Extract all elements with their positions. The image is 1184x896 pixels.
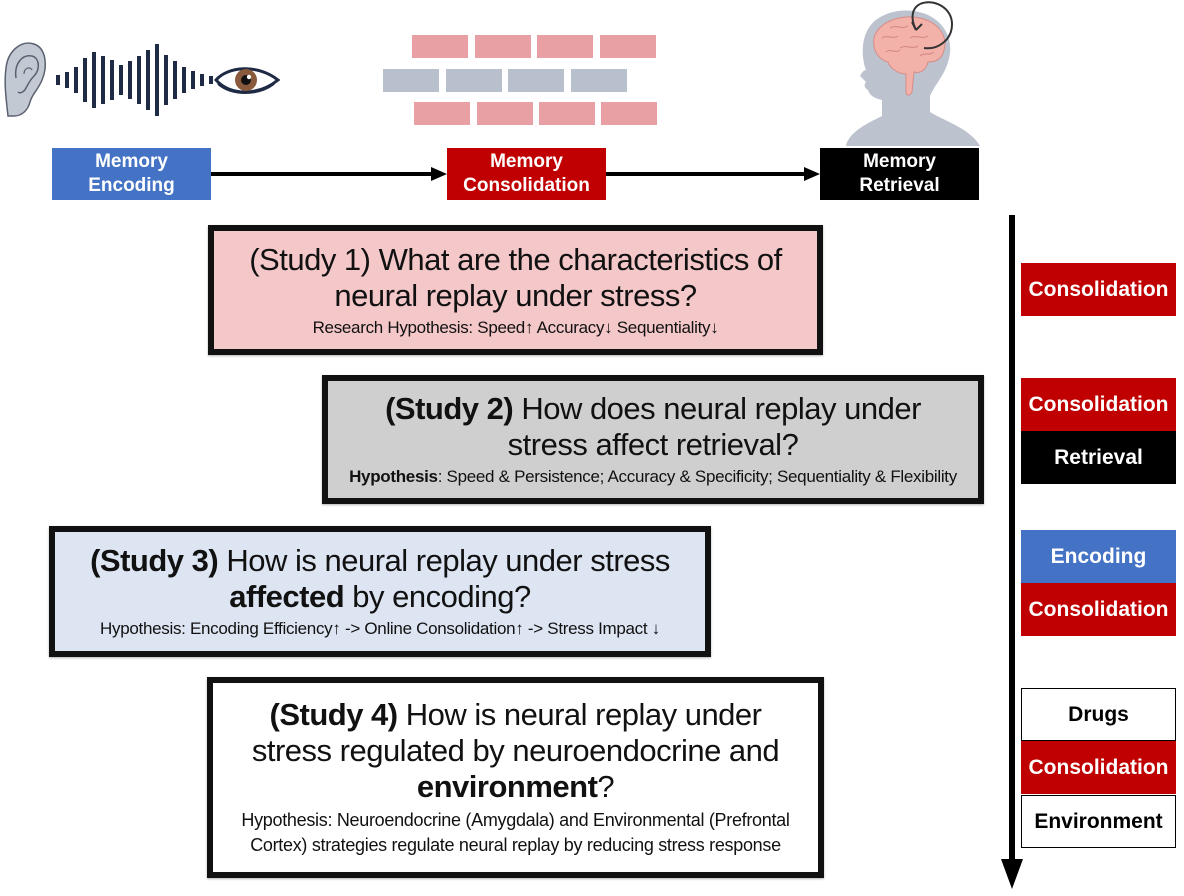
study-2-question-line2: stress affect retrieval? (507, 427, 799, 462)
sound-wave-bar (182, 67, 186, 93)
study-2-hypothesis-text: : Speed & Persistence; Accuracy & Specif… (437, 467, 958, 486)
study-4-question-line2: stress regulated by neuroendocrine and (251, 733, 780, 768)
study-3-question: (Study 3) How is neural replay under str… (90, 543, 670, 615)
sound-wave-bar (56, 75, 60, 85)
stage-memory-encoding: Memory Encoding (52, 148, 211, 200)
tag-study4-drugs: Drugs (1021, 688, 1176, 741)
sound-wave-bar (128, 61, 132, 99)
study-1-box: (Study 1) What are the characteristics o… (208, 225, 823, 355)
tag-study3-consolidation: Consolidation (1021, 583, 1176, 636)
sound-wave-bar (74, 67, 78, 93)
stage-retrieval-line2: Retrieval (859, 175, 940, 196)
study-2-question-line1: How does neural replay under (513, 391, 921, 426)
sound-wave-bar (119, 65, 123, 95)
sound-wave-bar (65, 72, 69, 88)
tag-study2-retrieval: Retrieval (1021, 431, 1176, 484)
study-2-hypothesis: Hypothesis: Speed & Persistence; Accurac… (349, 466, 957, 488)
study-4-label: (Study 4) (269, 697, 399, 732)
tag-study4-environment: Environment (1021, 795, 1176, 848)
timeline-arrow (1001, 215, 1023, 889)
study-1-hypothesis-label: Research Hypothesis: (312, 317, 474, 337)
study-2-question: (Study 2) How does neural replay under s… (385, 391, 921, 463)
study-1-question-line2: neural replay under stress? (334, 277, 697, 313)
stage-consolidation-line2: Consolidation (463, 175, 590, 196)
sound-wave-bar (173, 61, 177, 99)
study-1-hypothesis: Research Hypothesis: Speed↑ Accuracy↓ Se… (313, 317, 719, 339)
study-4-question: (Study 4) How is neural replay under str… (251, 697, 780, 805)
eye-icon (214, 67, 280, 94)
stage-memory-consolidation: Memory Consolidation (447, 148, 606, 200)
sound-wave-bar (83, 58, 87, 102)
tag-study1-consolidation: Consolidation (1021, 263, 1176, 316)
brick-wall-icon (0, 0, 657, 125)
sound-wave-bar (191, 71, 195, 89)
study-3-hypothesis: Hypothesis: Encoding Efficiency↑ -> Onli… (100, 619, 660, 638)
study-4-question-bold: environment (416, 769, 598, 804)
study-1-question: (Study 1) What are the characteristics o… (249, 242, 782, 314)
study-3-box: (Study 3) How is neural replay under str… (49, 526, 711, 657)
stage-consolidation-line1: Memory (490, 151, 563, 172)
study-4-question-line1: How is neural replay under (397, 697, 762, 732)
sound-wave-bar (200, 74, 204, 86)
sound-wave-bar (164, 55, 168, 105)
sound-wave-bar (146, 50, 150, 110)
study-2-hypothesis-label: Hypothesis (349, 467, 438, 486)
tag-study2-consolidation: Consolidation (1021, 378, 1176, 431)
tag-study3-encoding: Encoding (1021, 530, 1176, 583)
stage-encoding-line1: Memory (95, 151, 168, 172)
study-1-label: (Study 1) (249, 241, 371, 277)
stage-retrieval-line1: Memory (863, 151, 936, 172)
sound-wave-bar (101, 56, 105, 104)
stage-encoding-line2: Encoding (88, 175, 175, 196)
sound-wave-bar (137, 56, 141, 104)
head-brain-replay-icon (846, 1, 980, 146)
sound-wave-icon (56, 44, 213, 116)
sound-wave-bar (155, 44, 159, 116)
study-3-question-bold: affected (229, 579, 345, 614)
arrow-consolidation-to-retrieval (606, 167, 820, 181)
study-3-question-line2: by encoding? (344, 579, 531, 614)
study-4-hypothesis: Hypothesis: Neuroendocrine (Amygdala) an… (241, 808, 789, 858)
study-1-question-line1: What are the characteristics of (370, 241, 783, 277)
sound-wave-bar (92, 52, 96, 108)
tag-study4-consolidation: Consolidation (1021, 741, 1176, 794)
study-4-box: (Study 4) How is neural replay under str… (207, 677, 824, 878)
arrow-encoding-to-consolidation (211, 167, 447, 181)
study-4-question-line3: ? (597, 769, 615, 804)
study-4-hypothesis-line2: Cortex) strategies regulate neural repla… (250, 835, 781, 855)
sound-wave-bar (209, 76, 213, 84)
ear-icon (4, 42, 47, 117)
study-3-label: (Study 3) (90, 543, 219, 578)
study-2-box: (Study 2) How does neural replay under s… (322, 375, 984, 504)
study-4-hypothesis-line1: Hypothesis: Neuroendocrine (Amygdala) an… (241, 810, 790, 830)
sound-wave-bar (110, 60, 114, 100)
study-2-label: (Study 2) (385, 391, 514, 426)
study-1-hypothesis-text: Speed↑ Accuracy↓ Sequentiality↓ (472, 317, 719, 337)
study-3-question-line1: How is neural replay under stress (218, 543, 670, 578)
stage-memory-retrieval: Memory Retrieval (820, 148, 979, 200)
